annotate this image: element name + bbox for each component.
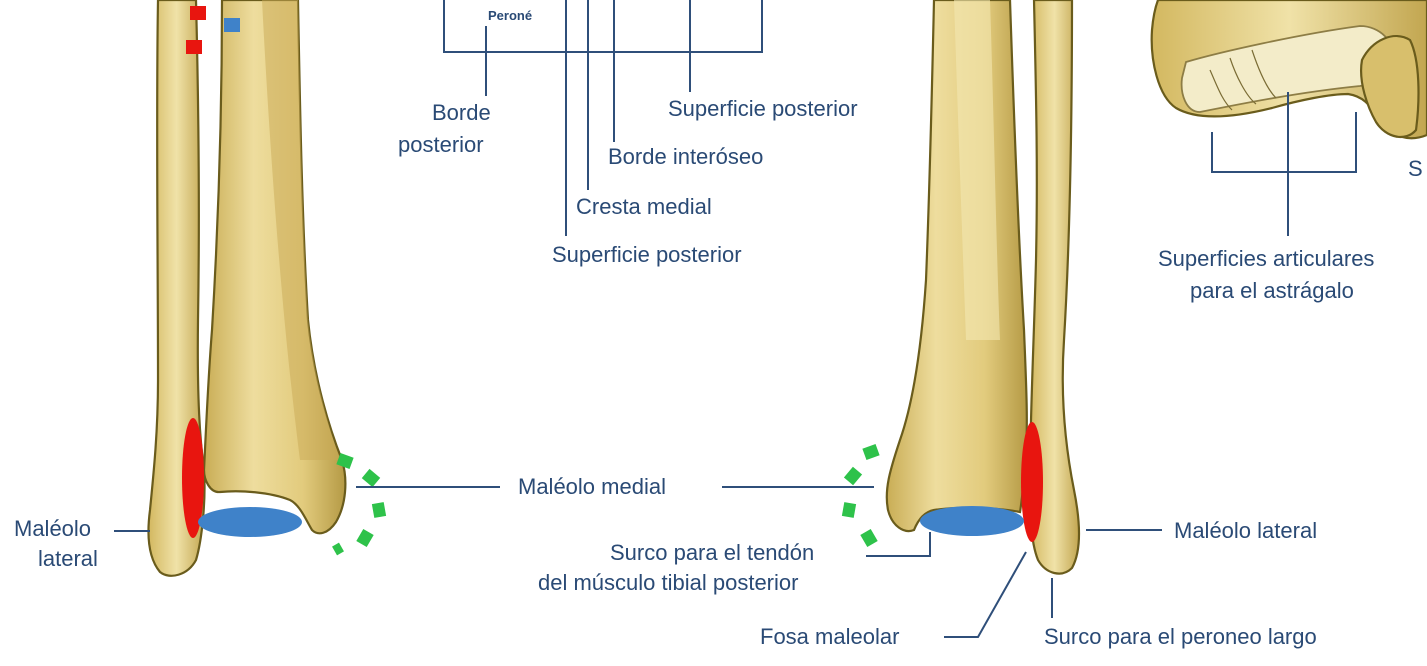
left-red-marker-top-2 [186, 40, 202, 54]
talus-bone [1150, 0, 1427, 140]
left-blue-marker-articular [198, 507, 302, 537]
superficies-articulares-label-line1: Superficies articulares [1158, 246, 1374, 271]
surco-tendon-label-line2: del músculo tibial posterior [538, 570, 798, 595]
left-red-marker-fibular-notch [182, 418, 204, 538]
superficie-posterior-top-label: Superficie posterior [668, 96, 858, 121]
perone-inset-box: Peroné [443, 0, 763, 53]
left-green-arc [332, 452, 387, 556]
maleolo-lateral-right-label: Maléolo lateral [1174, 518, 1317, 543]
right-fibula-shaft [1028, 0, 1081, 575]
left-tibia-shade [262, 0, 340, 460]
maleolo-lateral-left-label-line2: lateral [38, 546, 98, 571]
superficie-posterior-mid-label: Superficie posterior [552, 242, 742, 267]
surco-tendon-label-line1: Surco para el tendón [610, 540, 814, 565]
maleolo-lateral-left-label-line1: Maléolo [14, 516, 91, 541]
left-bone-group [147, 0, 387, 577]
left-blue-marker-top [224, 18, 240, 32]
fosa-maleolar-label: Fosa maleolar [760, 624, 899, 649]
borde-posterior-label-line2: posterior [398, 132, 484, 157]
labels: Borde posterior Superficie posterior Bor… [14, 96, 1423, 649]
surco-peroneo-largo-label: Surco para el peroneo largo [1044, 624, 1317, 649]
borde-posterior-label-line1: Borde [432, 100, 491, 125]
right-blue-marker-articular [920, 506, 1024, 536]
right-green-arc [841, 443, 880, 548]
talus-cut-lines [1209, 49, 1277, 111]
talus-hook [1360, 35, 1420, 139]
superficies-articulares-label-line2: para el astrágalo [1190, 278, 1354, 303]
maleolo-medial-label: Maléolo medial [518, 474, 666, 499]
cresta-medial-label: Cresta medial [576, 194, 712, 219]
perone-label: Peroné [488, 8, 532, 23]
cut-off-letter: S [1408, 156, 1423, 181]
right-bone-group [841, 0, 1081, 575]
right-tibia-shade [954, 0, 1000, 340]
leader-lines [114, 0, 1357, 638]
left-red-marker-top-1 [190, 6, 206, 20]
right-red-marker-fibular-notch [1021, 422, 1043, 542]
borde-interoseo-label: Borde interóseo [608, 144, 763, 169]
